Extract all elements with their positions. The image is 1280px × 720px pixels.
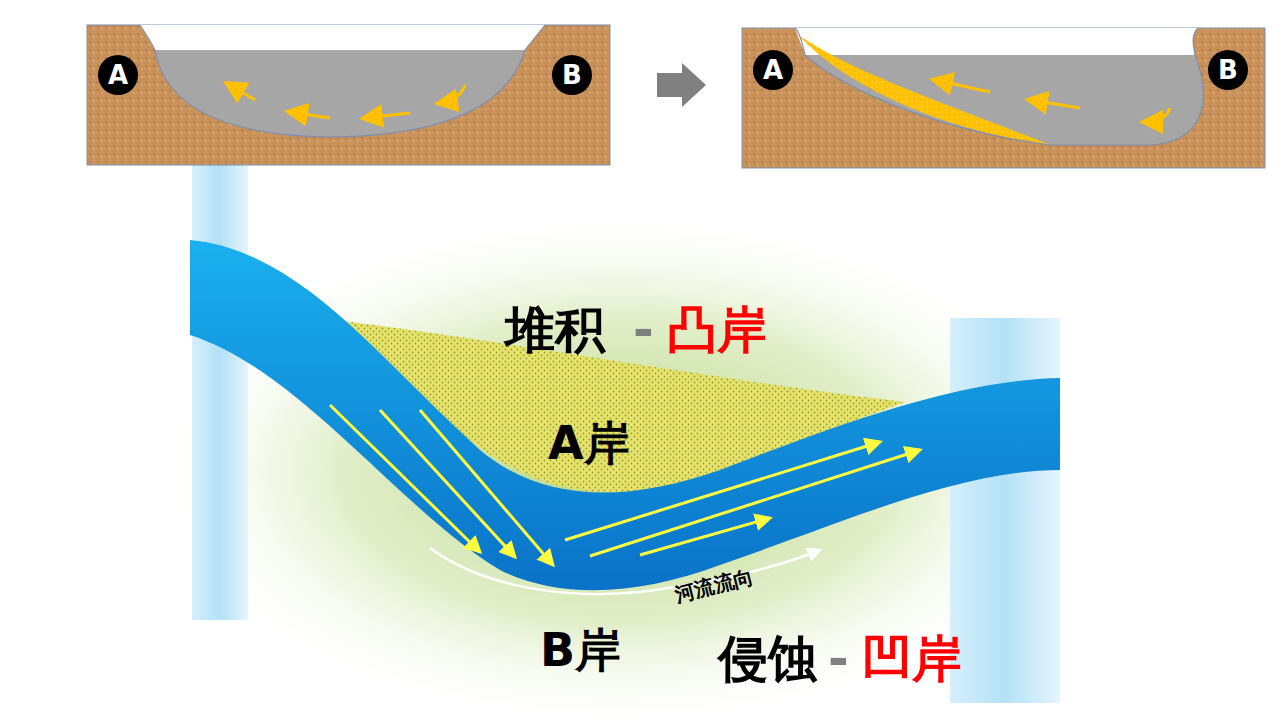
- bank-letter: A: [763, 57, 783, 83]
- bank-circle: A: [98, 55, 138, 95]
- bank-name: A岸: [548, 418, 630, 469]
- bank-letter: B: [562, 62, 582, 88]
- bank-circle: B: [552, 55, 592, 95]
- bank-circle: B: [1208, 50, 1248, 90]
- bank-type: 凸岸: [667, 303, 767, 358]
- process-label: 侵蚀: [718, 632, 818, 687]
- separator: -: [633, 303, 654, 358]
- separator: -: [828, 632, 849, 687]
- bank-letter: A: [108, 62, 128, 88]
- process-label: 堆积: [505, 303, 605, 358]
- bank-name: B岸: [540, 625, 621, 676]
- bank-type: 凹岸: [862, 632, 962, 687]
- bank-circle: A: [753, 50, 793, 90]
- bank-letter: B: [1218, 57, 1238, 83]
